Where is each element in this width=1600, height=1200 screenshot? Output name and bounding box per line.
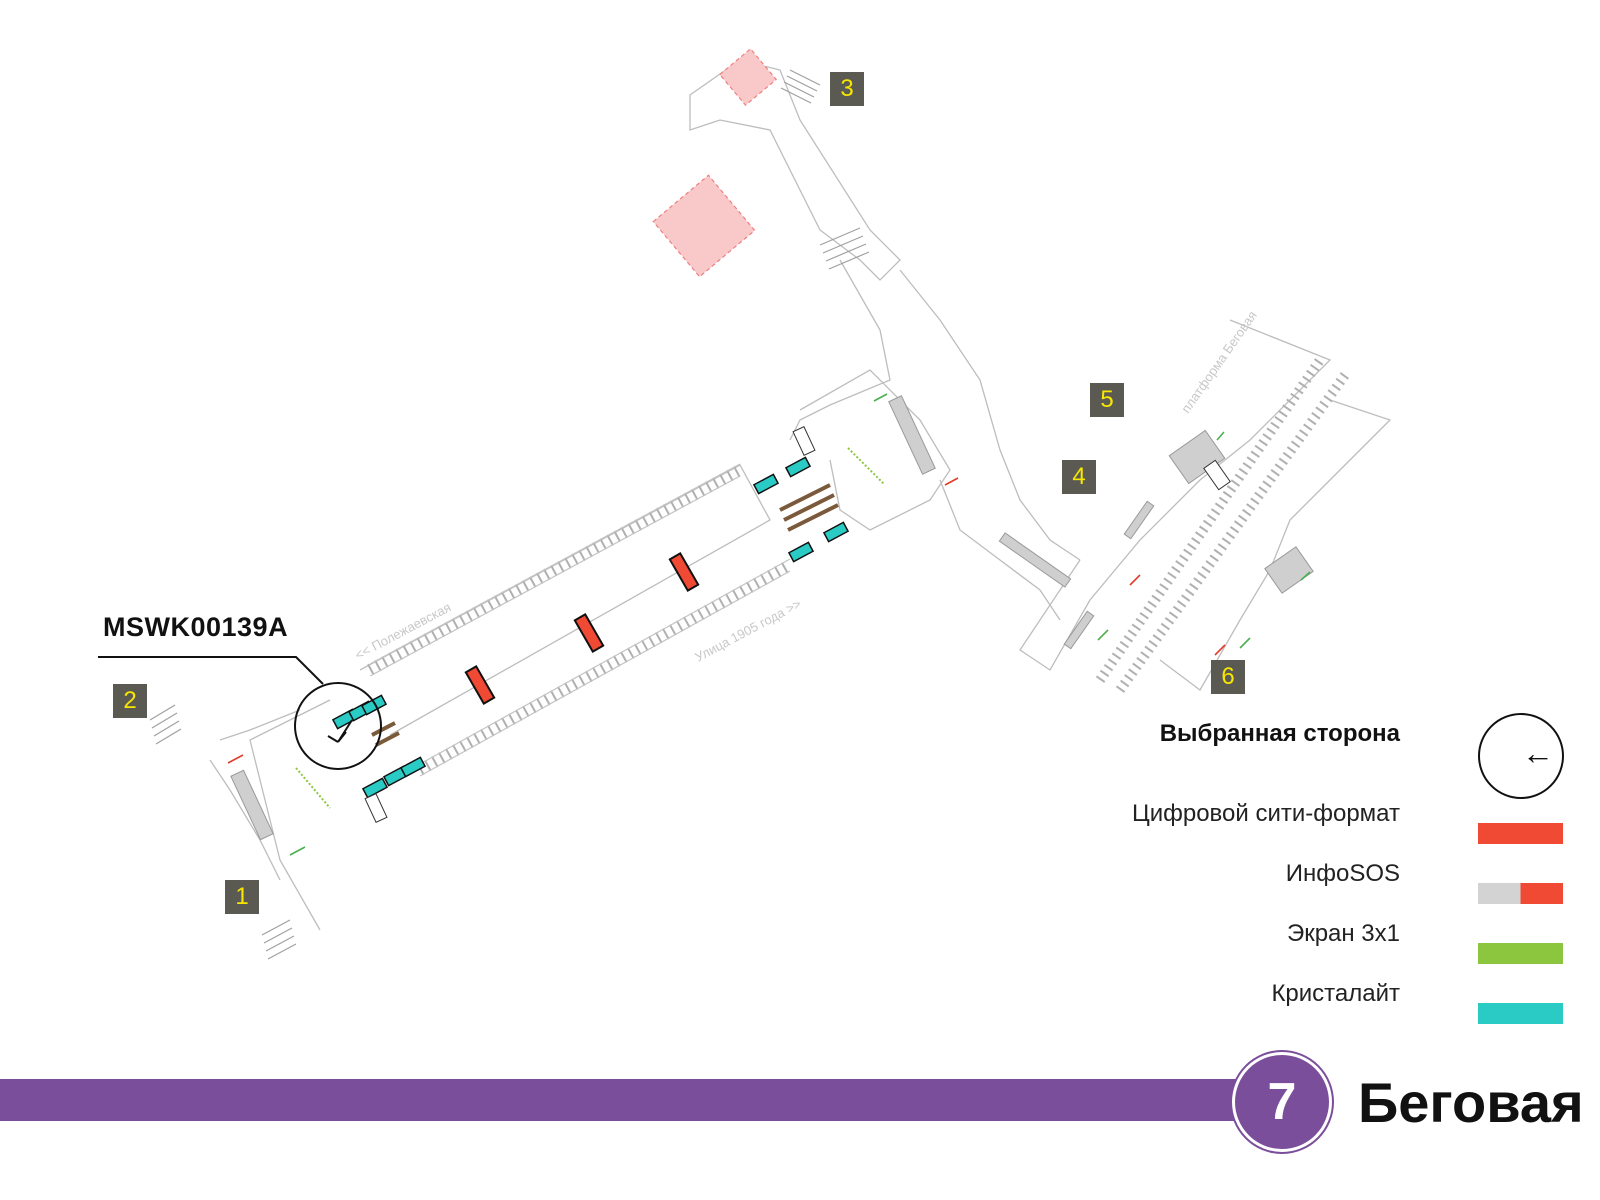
track-platform-right	[1095, 357, 1350, 693]
legend-item-label: Цифровой сити-формат	[1131, 800, 1400, 827]
street-label-platform: платформа Беговая	[1178, 308, 1260, 416]
exit-badge-1: 1	[225, 880, 259, 914]
street-label-left: << Полежаевская	[352, 599, 453, 662]
selected-side-circle	[1478, 713, 1564, 799]
track-upper	[367, 463, 743, 677]
selected-placement-marker	[98, 656, 382, 770]
legend-item-label: ИнфоSOS	[1285, 860, 1400, 887]
legend-item-label: Кристалайт	[1271, 980, 1400, 1007]
street-label-right: Улица 1905 года >>	[692, 596, 803, 665]
legend-swatch-digital-city	[1478, 823, 1563, 844]
metro-line-number: 7	[1267, 1073, 1297, 1131]
placement-code: MSWK00139A	[103, 612, 289, 642]
track-lower	[417, 558, 793, 777]
legend-swatch-screen-3x1	[1478, 943, 1563, 964]
legend-selected-side-label: Выбранная сторона	[1159, 720, 1400, 747]
metro-line-badge	[1232, 1052, 1332, 1152]
digital-city-format-units	[464, 552, 700, 705]
metro-line-bar	[0, 1079, 1240, 1121]
exit-badge-4: 4	[1062, 460, 1096, 494]
arrow-left-icon: ←	[1522, 735, 1554, 771]
station-name: Беговая	[1358, 1071, 1584, 1134]
stairs	[149, 69, 870, 960]
station-outline	[209, 59, 1392, 931]
legend-swatch-infosos	[1478, 883, 1563, 904]
restricted-zone	[652, 47, 778, 278]
crystallight-units	[331, 456, 850, 799]
exit-badge-2: 2	[113, 684, 147, 718]
screen-3x1-units	[295, 447, 885, 809]
exit-badge-3: 3	[830, 72, 864, 106]
legend-swatch-crystallight	[1478, 1003, 1563, 1024]
infosos-units	[230, 395, 1314, 841]
direction-arrows	[227, 393, 1311, 856]
kiosk-units	[364, 426, 1231, 823]
exit-badge-6: 6	[1211, 660, 1245, 694]
exit-badge-5: 5	[1090, 383, 1124, 417]
escalators	[371, 483, 839, 747]
legend-item-label: Экран 3x1	[1286, 920, 1400, 947]
